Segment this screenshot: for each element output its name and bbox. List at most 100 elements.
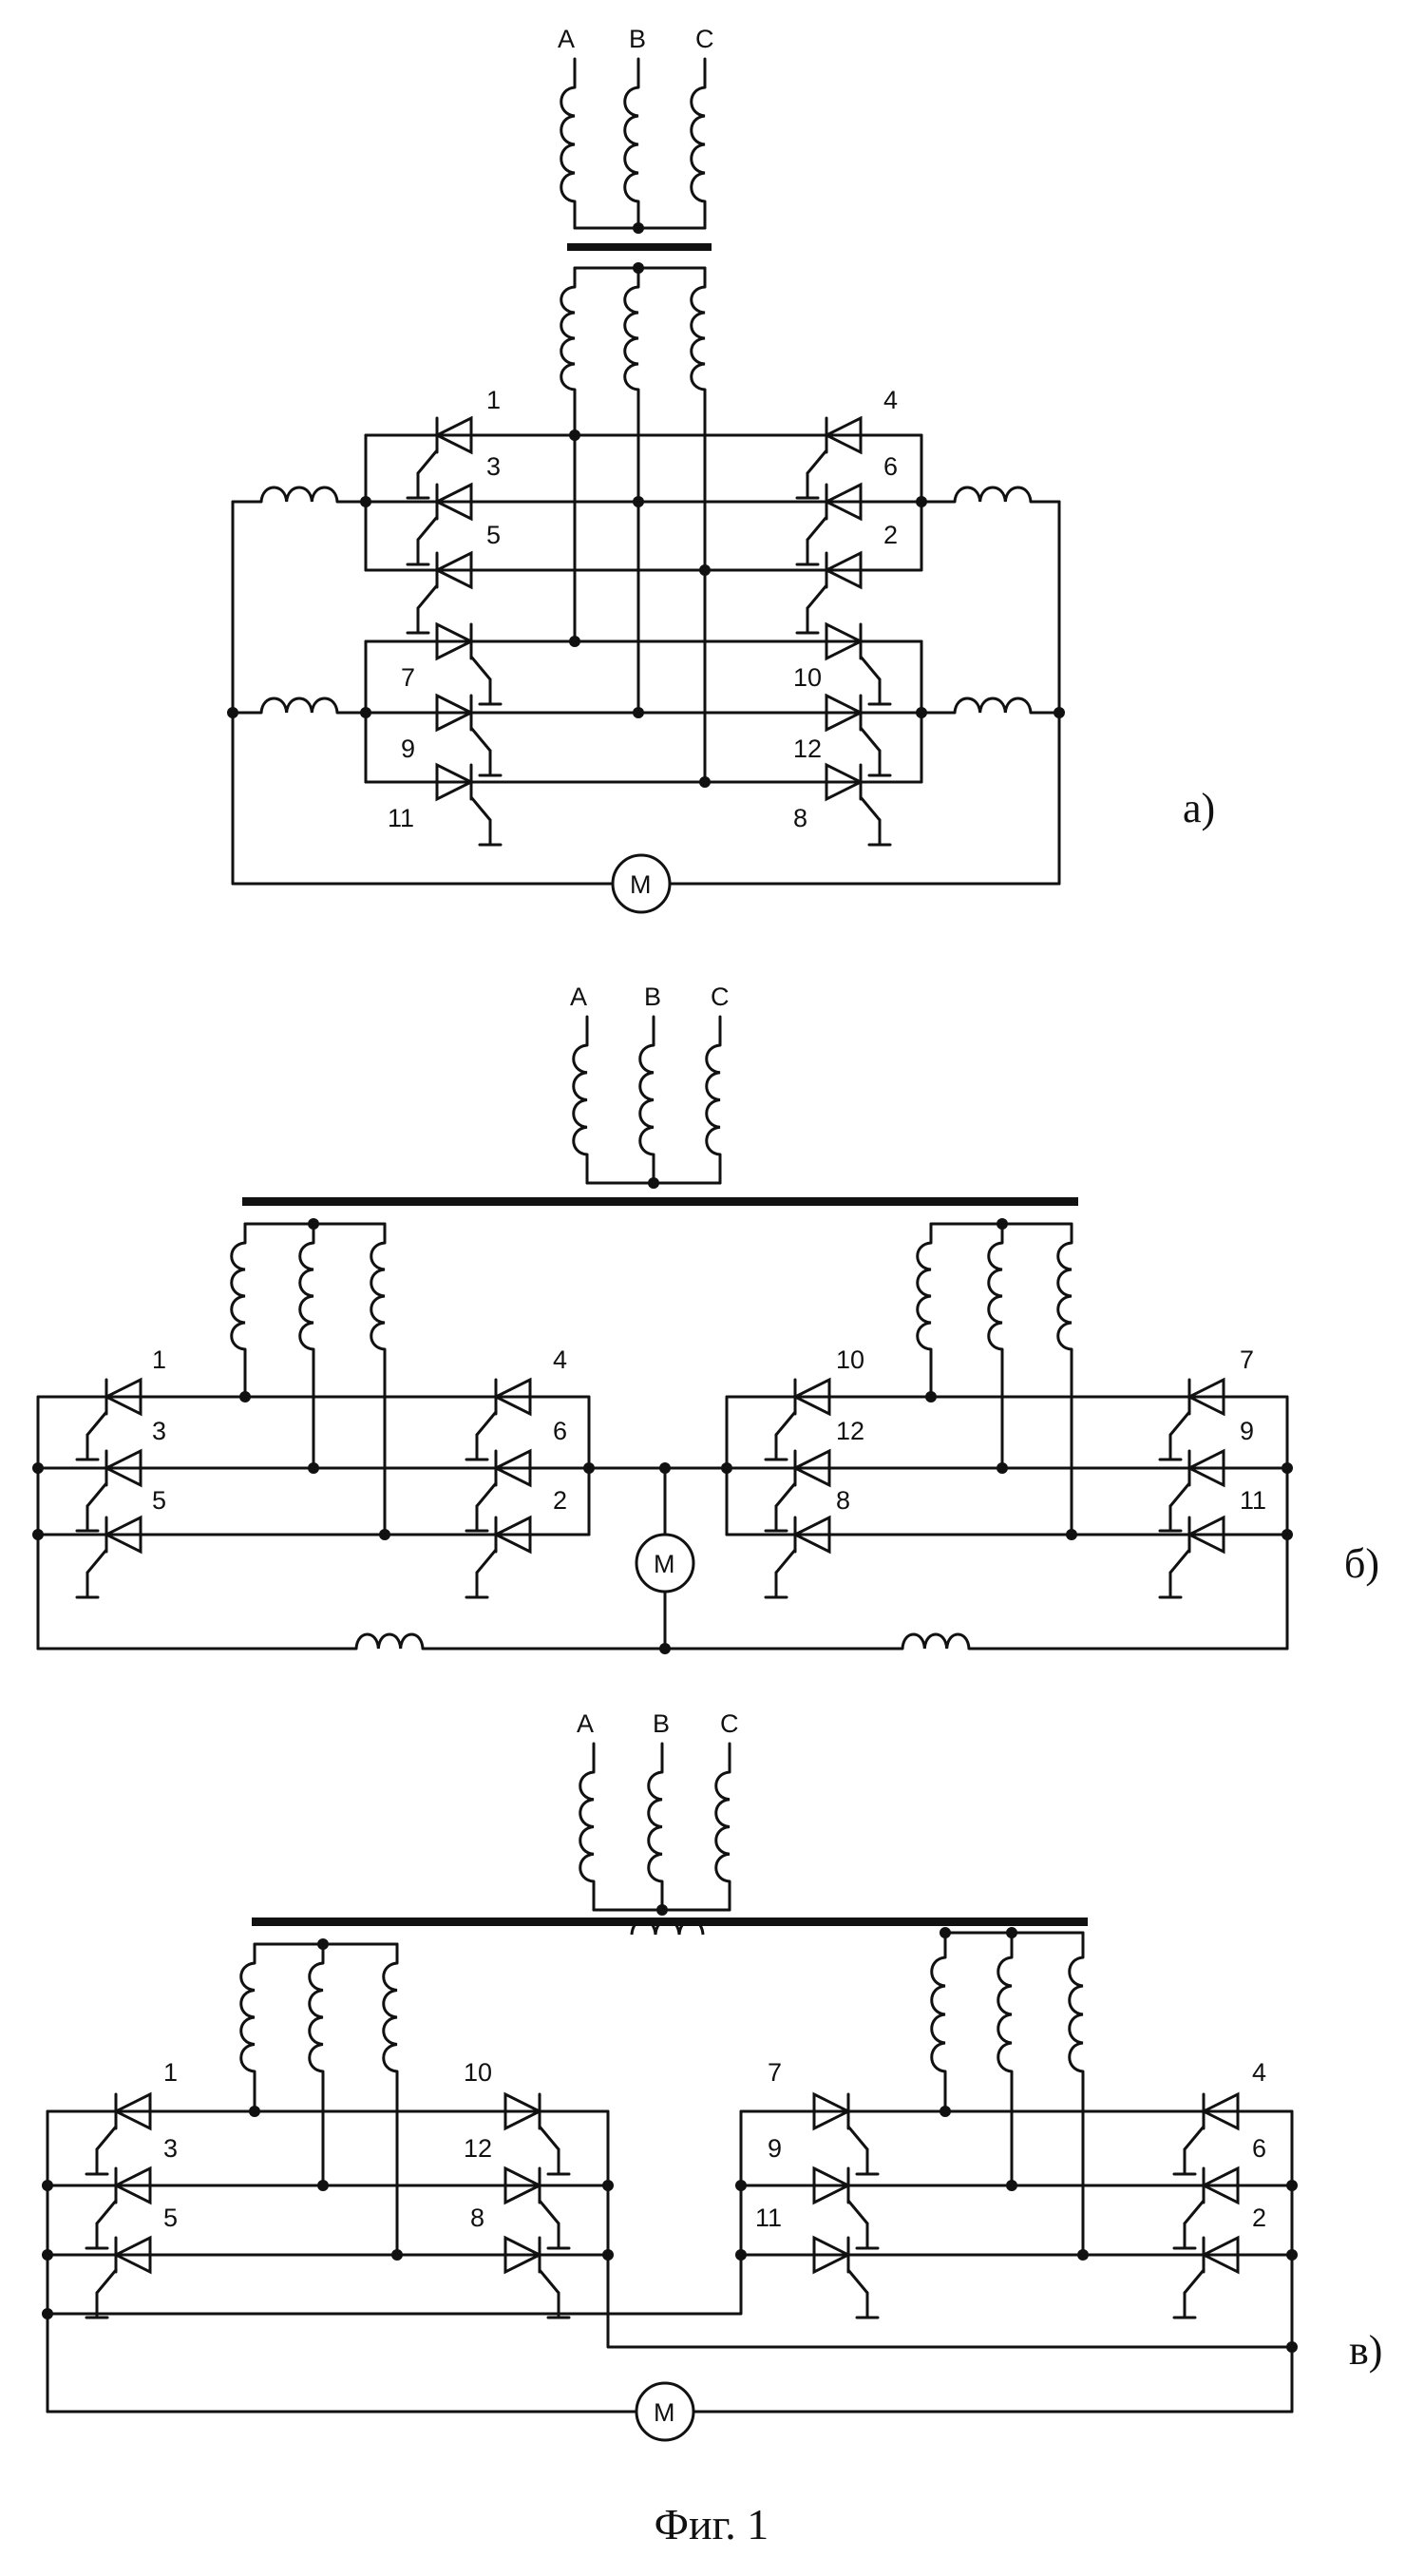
junction-dot: [249, 2106, 260, 2117]
junction-dot: [633, 496, 644, 507]
junction-dot: [569, 636, 580, 647]
thyristor-gate: [776, 1483, 795, 1506]
junction-dot: [32, 1462, 44, 1474]
phase-label: A: [577, 1709, 594, 1738]
junction-dot: [391, 2249, 403, 2261]
thyristor-gate: [87, 1483, 106, 1506]
thyristor: [505, 2094, 569, 2174]
thyristor: [466, 1451, 530, 1531]
thyristor-number: 7: [401, 663, 415, 692]
thyristor: [826, 624, 890, 704]
phase-label: C: [695, 25, 714, 53]
thyristor: [437, 765, 501, 845]
transformer-core: [242, 1197, 1078, 1206]
junction-dot: [721, 1462, 732, 1474]
thyristor: [77, 1380, 141, 1460]
thyristor: [437, 696, 501, 775]
thyristor-number: 11: [755, 2204, 782, 2232]
junction-dot: [602, 2180, 614, 2191]
thyristor-gate: [418, 585, 437, 608]
thyristor-number: 3: [163, 2134, 178, 2163]
thyristor: [766, 1380, 829, 1460]
junction-dot: [1282, 1529, 1293, 1540]
thyristor-gate: [848, 2270, 867, 2293]
thyristor-gate: [1170, 1483, 1189, 1506]
secondary-winding: [1070, 1957, 1083, 2071]
phase-label: B: [653, 1709, 670, 1738]
junction-dot: [699, 564, 711, 576]
smoothing-reactor: [261, 487, 337, 502]
thyristor-number: 9: [401, 735, 415, 763]
secondary-winding: [300, 1243, 313, 1349]
junction-dot: [940, 2106, 951, 2117]
thyristor-number: 4: [883, 386, 898, 414]
thyristor-number: 9: [768, 2134, 782, 2163]
thyristor: [86, 2238, 150, 2318]
junction-dot: [569, 429, 580, 441]
motor-label: M: [654, 2398, 675, 2427]
primary-winding: [707, 1045, 720, 1154]
primary-winding: [640, 1045, 654, 1154]
thyristor-number: 1: [486, 386, 501, 414]
thyristor-number: 3: [152, 1417, 166, 1445]
thyristor: [1160, 1380, 1224, 1460]
junction-dot: [648, 1177, 659, 1189]
thyristor: [826, 765, 890, 845]
primary-winding: [580, 1772, 594, 1881]
junction-dot: [239, 1391, 251, 1402]
thyristor-number: 8: [470, 2204, 484, 2232]
secondary-winding: [1058, 1243, 1072, 1349]
thyristor-gate: [848, 2201, 867, 2223]
smoothing-reactor: [261, 698, 337, 713]
junction-dot: [633, 707, 644, 718]
junction-dot: [42, 2249, 53, 2261]
junction-dot: [1077, 2249, 1089, 2261]
thyristor: [77, 1451, 141, 1531]
thyristor: [408, 418, 471, 498]
smoothing-reactor: [955, 487, 1031, 502]
thyristor: [826, 696, 890, 775]
junction-dot: [1006, 2180, 1017, 2191]
thyristor-number: 12: [793, 735, 822, 763]
thyristor-number: 10: [836, 1345, 864, 1374]
thyristor-gate: [776, 1550, 795, 1573]
thyristor-number: 12: [464, 2134, 492, 2163]
smoothing-reactor: [902, 1634, 969, 1649]
panel-c-diagram: ABCM135101287911462в): [42, 1709, 1382, 2440]
labels-layer: Фиг. 1: [655, 2500, 769, 2548]
phase-label: A: [570, 983, 587, 1011]
smoothing-reactor: [955, 698, 1031, 713]
thyristor-gate: [807, 585, 826, 608]
secondary-winding: [241, 1963, 255, 2071]
thyristor-number: 7: [768, 2058, 782, 2087]
thyristor-gate: [477, 1550, 496, 1573]
thyristor-number: 2: [1252, 2204, 1266, 2232]
phase-label: A: [558, 25, 575, 53]
secondary-winding: [918, 1243, 931, 1349]
secondary-winding: [232, 1243, 245, 1349]
junction-dot: [227, 707, 238, 718]
secondary-winding: [561, 287, 575, 390]
thyristor-gate: [1170, 1412, 1189, 1435]
secondary-winding: [625, 287, 638, 390]
secondary-winding: [692, 287, 705, 390]
primary-winding: [574, 1045, 587, 1154]
junction-dot: [925, 1391, 937, 1402]
thyristor: [1160, 1451, 1224, 1531]
thyristor-number: 7: [1240, 1345, 1254, 1374]
junction-dot: [32, 1529, 44, 1540]
thyristor: [86, 2168, 150, 2248]
junction-dot: [1054, 707, 1065, 718]
panel-label: б): [1344, 1540, 1379, 1587]
panel-b-diagram: ABCM135462101287911б): [32, 983, 1379, 1654]
thyristor-number: 2: [553, 1486, 567, 1515]
thyristor-number: 8: [836, 1486, 850, 1515]
transformer-core: [567, 243, 712, 251]
primary-winding: [649, 1772, 662, 1881]
thyristor-number: 6: [553, 1417, 567, 1445]
junction-dot: [42, 2180, 53, 2191]
thyristor: [466, 1380, 530, 1460]
secondary-winding: [310, 1963, 323, 2071]
thyristor-gate: [97, 2127, 116, 2149]
